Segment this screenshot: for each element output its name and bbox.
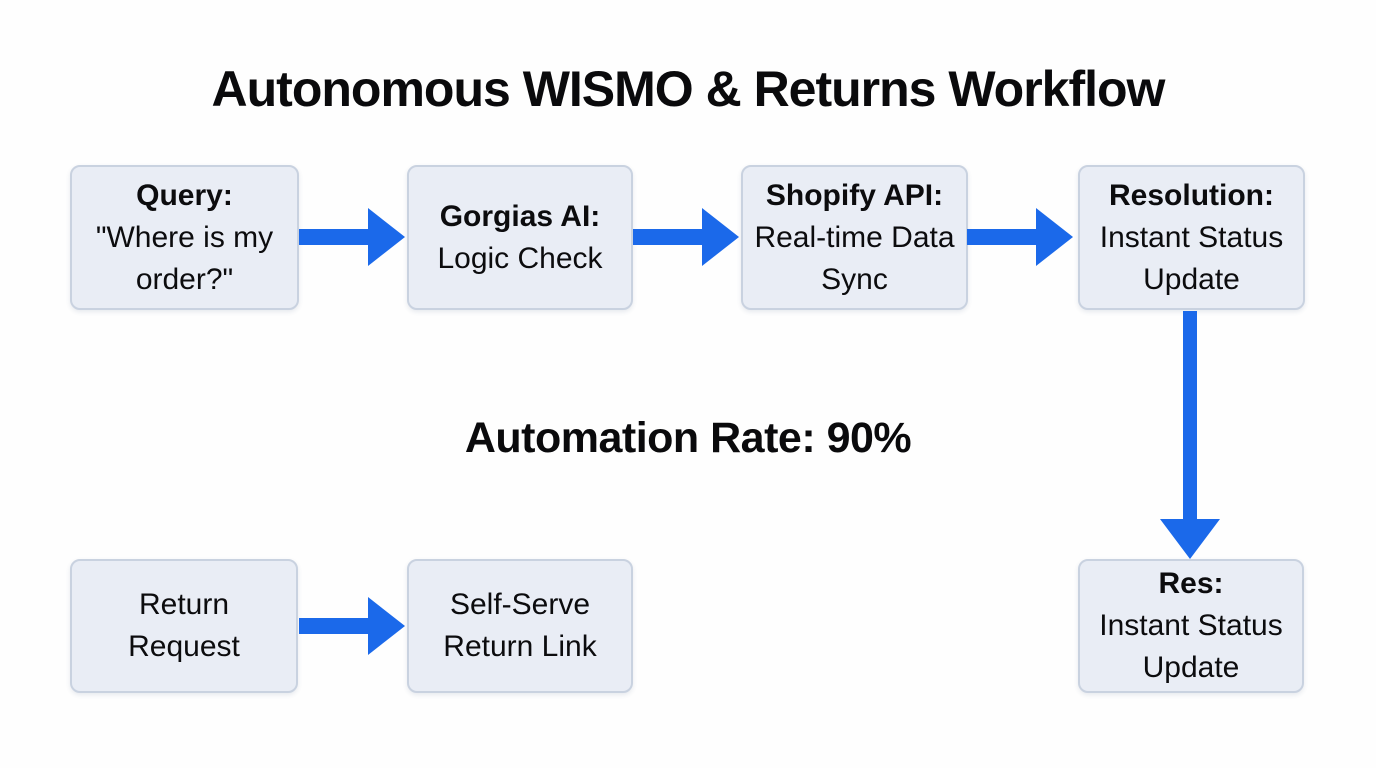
arrow-shopify-to-resolution-icon bbox=[967, 208, 1073, 266]
arrow-return-to-selfserve-icon bbox=[299, 597, 405, 655]
arrow-head-right-icon bbox=[1036, 208, 1073, 266]
arrow-query-to-gorgias-icon bbox=[299, 208, 405, 266]
node-gorgias-ai-heading: Gorgias AI: bbox=[439, 199, 601, 233]
node-gorgias-ai: Gorgias AI: Logic Check bbox=[407, 165, 633, 310]
node-resolution: Resolution: Instant Status Update bbox=[1078, 165, 1305, 310]
node-return-request: Return Request bbox=[70, 559, 298, 693]
node-self-serve-return-link-body: Self-Serve Return Link bbox=[443, 588, 597, 663]
node-query: Query: "Where is my order?" bbox=[70, 165, 299, 310]
node-resolution-body: Instant Status Update bbox=[1099, 220, 1284, 296]
node-return-request-body: Return Request bbox=[128, 588, 240, 663]
node-query-heading: Query: bbox=[136, 178, 233, 212]
arrow-head-right-icon bbox=[368, 597, 405, 655]
node-shopify-api-heading: Shopify API: bbox=[765, 178, 944, 212]
arrow-shaft bbox=[967, 229, 1037, 245]
diagram-title: Autonomous WISMO & Returns Workflow bbox=[211, 61, 1166, 117]
node-self-serve-return-link: Self-Serve Return Link bbox=[407, 559, 633, 693]
node-shopify-api: Shopify API: Real-time Data Sync bbox=[741, 165, 968, 310]
node-gorgias-ai-body: Logic Check bbox=[437, 241, 603, 275]
node-res-body: Instant Status Update bbox=[1099, 609, 1283, 684]
node-res: Res: Instant Status Update bbox=[1078, 559, 1304, 693]
arrow-shaft bbox=[633, 229, 703, 245]
arrow-head-right-icon bbox=[702, 208, 739, 266]
arrow-head-down-icon bbox=[1160, 519, 1220, 559]
node-shopify-api-body: Real-time Data Sync bbox=[754, 220, 955, 296]
arrow-shaft bbox=[1183, 311, 1197, 520]
node-resolution-heading: Resolution: bbox=[1109, 178, 1274, 212]
arrow-shaft bbox=[299, 229, 369, 245]
node-res-heading: Res: bbox=[1158, 567, 1224, 600]
arrow-resolution-to-res-icon bbox=[1160, 311, 1220, 559]
arrow-head-right-icon bbox=[368, 208, 405, 266]
automation-rate-label: Automation Rate: 90% bbox=[464, 414, 912, 462]
arrow-gorgias-to-shopify-icon bbox=[633, 208, 739, 266]
arrow-shaft bbox=[299, 618, 369, 634]
node-query-body: "Where is my order?" bbox=[95, 220, 274, 296]
